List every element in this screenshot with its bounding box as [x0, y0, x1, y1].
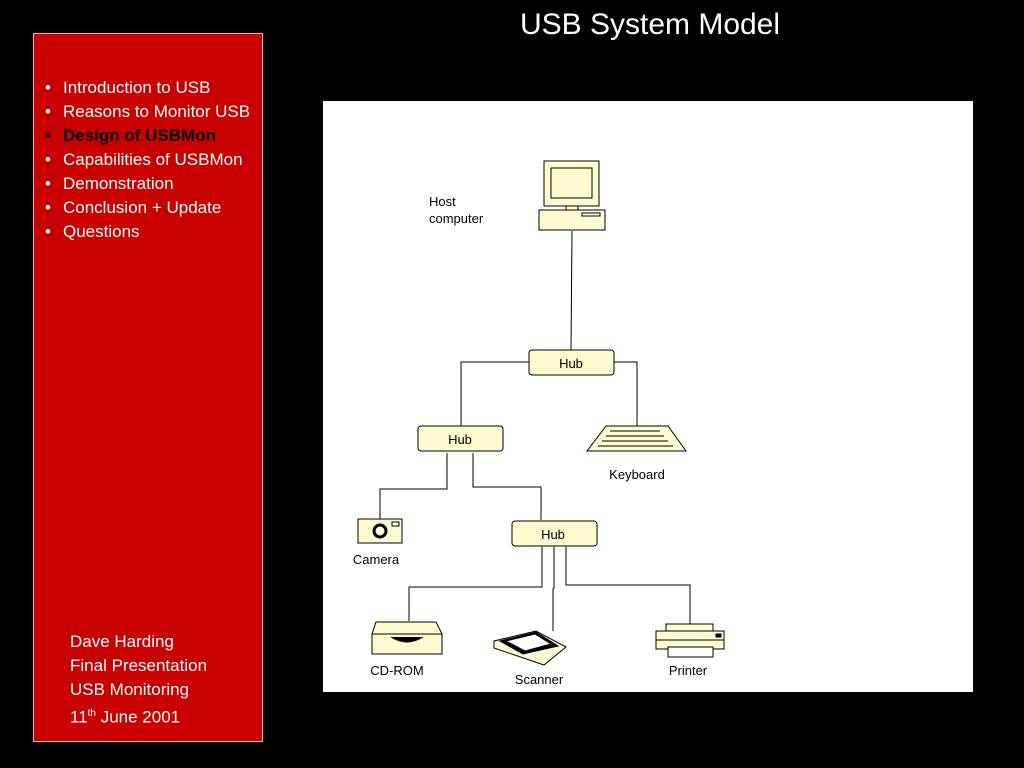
- bullet-icon: •: [45, 126, 51, 145]
- host-label-line2: computer: [429, 211, 484, 226]
- diagram-panel: Host computer Hub Hub Hub Keyboard Camer: [323, 101, 973, 692]
- svg-text:Hub: Hub: [559, 356, 583, 371]
- keyboard-label: Keyboard: [609, 467, 665, 482]
- agenda-item: •Capabilities of USBMon: [42, 148, 260, 172]
- hub-lower: Hub: [511, 520, 598, 547]
- printer-label: Printer: [669, 663, 708, 678]
- camera-icon: [357, 518, 403, 544]
- svg-text:Hub: Hub: [448, 432, 472, 447]
- agenda-item: •Questions: [42, 220, 260, 244]
- slide-title: USB System Model: [519, 8, 781, 41]
- hub-left: Hub: [417, 425, 504, 452]
- agenda-item: •Demonstration: [42, 172, 260, 196]
- usb-tree-diagram: Host computer Hub Hub Hub Keyboard Camer: [353, 160, 725, 687]
- scanner-label: Scanner: [515, 672, 564, 687]
- host-label-line1: Host: [429, 194, 456, 209]
- agenda-item: •Conclusion + Update: [42, 196, 260, 220]
- cdrom-label: CD-ROM: [370, 663, 423, 678]
- printer-icon: [655, 623, 725, 658]
- presenter-name: Dave Harding: [70, 632, 174, 651]
- bullet-icon: •: [45, 222, 51, 241]
- scanner-icon: [493, 630, 567, 666]
- svg-text:Hub: Hub: [541, 527, 565, 542]
- bullet-icon: •: [45, 198, 51, 217]
- keyboard-icon: [585, 425, 687, 452]
- bullet-icon: •: [45, 150, 51, 169]
- presentation-type: Final Presentation: [70, 656, 208, 675]
- agenda-item: •Reasons to Monitor USB: [42, 100, 260, 124]
- cdrom-icon: [371, 621, 443, 655]
- agenda-item: •Introduction to USB: [42, 76, 260, 100]
- bullet-icon: •: [45, 78, 51, 97]
- presentation-date: 11th June 2001: [70, 707, 181, 727]
- camera-label: Camera: [353, 552, 400, 567]
- presenter-info: Dave Harding Final Presentation USB Moni…: [70, 630, 207, 730]
- host-computer-icon: [538, 160, 606, 231]
- agenda-item-current: •Design of USBMon: [42, 124, 260, 148]
- agenda-sidebar: •Introduction to USB •Reasons to Monitor…: [33, 33, 263, 742]
- bullet-icon: •: [45, 102, 51, 121]
- presentation-topic: USB Monitoring: [70, 680, 190, 699]
- hub-root: Hub: [528, 349, 615, 376]
- bullet-icon: •: [45, 174, 51, 193]
- agenda-list: •Introduction to USB •Reasons to Monitor…: [42, 76, 260, 244]
- connection-lines: [379, 230, 691, 631]
